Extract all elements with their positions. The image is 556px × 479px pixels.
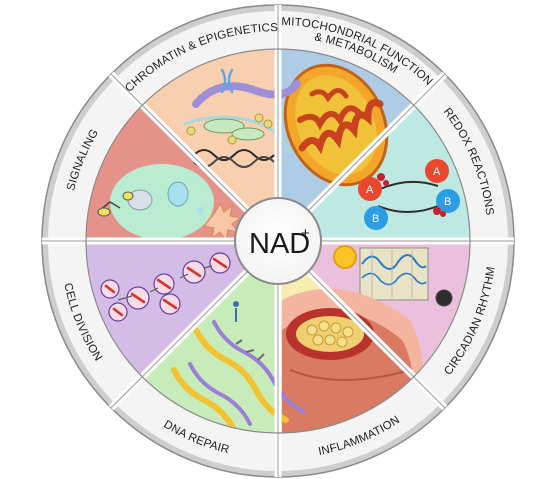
sector-cell xyxy=(86,241,278,377)
chromosome-icon xyxy=(100,252,231,322)
svg-text:A: A xyxy=(433,166,441,178)
sector-dna xyxy=(142,241,278,433)
divider-edge-1 xyxy=(308,73,446,211)
divider-edge-7 xyxy=(110,73,248,211)
sector-chrom xyxy=(142,49,278,241)
divider-edge-3 xyxy=(308,271,446,409)
signaling-cascade-icon xyxy=(97,164,242,242)
chromatin-icon xyxy=(183,68,302,168)
center-label: NAD xyxy=(249,228,310,260)
center-hub xyxy=(234,197,322,285)
circadian-chart-icon xyxy=(333,245,453,307)
dna-helix-icon xyxy=(171,301,306,433)
divider-edge-5 xyxy=(110,271,248,409)
redox-molecule-icon: A A B B xyxy=(358,159,460,230)
divider-group xyxy=(42,5,514,477)
illustrations: A A B B xyxy=(97,63,460,433)
svg-text:A: A xyxy=(366,184,374,196)
svg-text:B: B xyxy=(444,196,451,208)
center-superscript: + xyxy=(301,225,310,242)
svg-text:B: B xyxy=(372,213,379,225)
inner-boundary xyxy=(85,48,471,434)
